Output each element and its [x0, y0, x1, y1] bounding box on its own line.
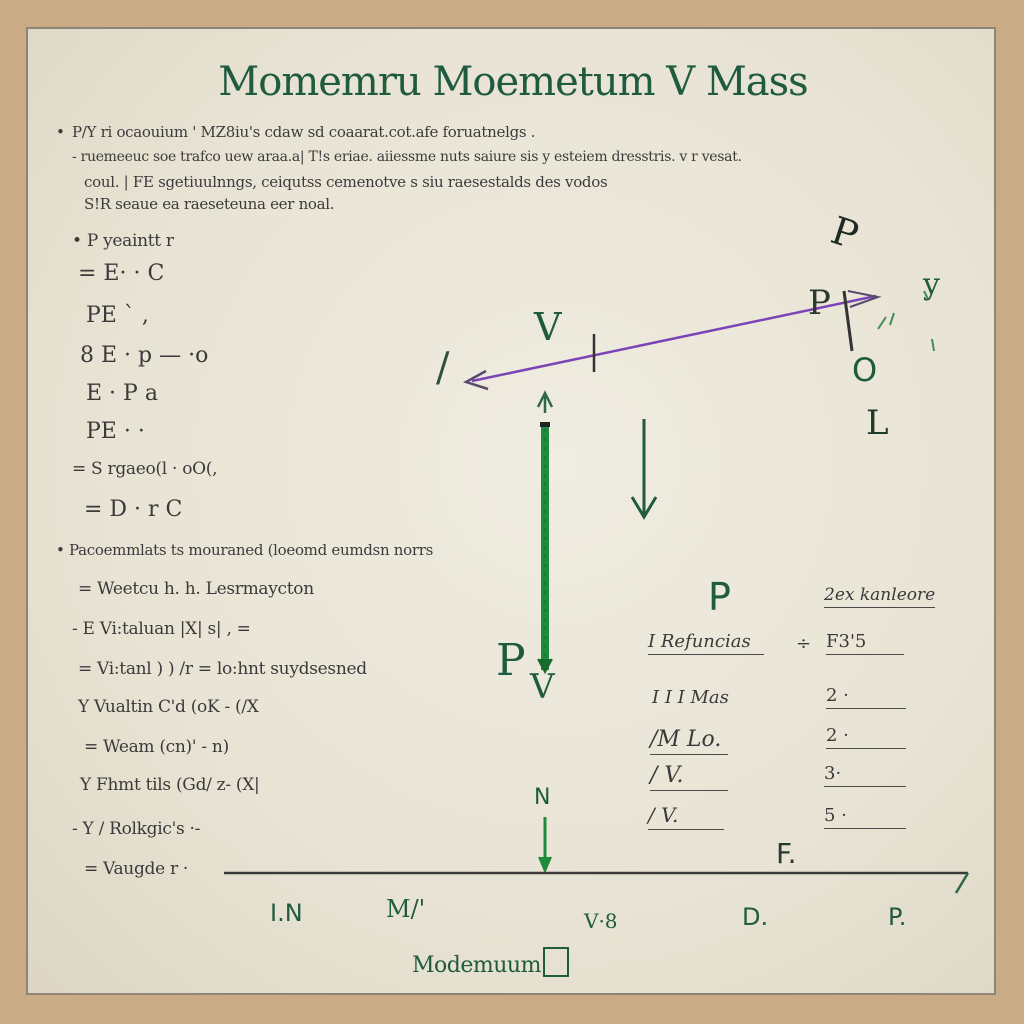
equation-line: E · P a — [86, 381, 158, 406]
intro-bullet: • — [56, 123, 65, 141]
whiteboard: Momemru Moemetum V Mass • P/Y ri ocaouiu… — [26, 27, 996, 995]
axis-tick-label: V·8 — [584, 909, 618, 933]
intro-line-2: - ruemeeuc soe trafco uew araa.a| T!s er… — [72, 149, 742, 165]
label-left-end: / — [436, 345, 450, 391]
vector-diagram — [224, 290, 970, 894]
arrowhead-down-icon — [537, 658, 553, 675]
section-line: Y Fhmt tils (Gd/ z- (X| — [80, 775, 260, 795]
arrowhead-down-icon — [538, 856, 552, 874]
section-line: = Vaugde r · — [84, 859, 189, 879]
label-p-arrow: P — [808, 283, 831, 323]
momentum-vector-line — [471, 294, 877, 383]
arrowhead-left-icon — [462, 369, 489, 391]
table-row-right: 2 · — [826, 725, 906, 749]
equation-line: 8 E · p — ·o — [80, 343, 209, 368]
equation-line: = S rgaeo(l · oO(, — [72, 459, 218, 479]
axis-tick-label: I.N — [270, 899, 303, 927]
axis-label-text: Modemuum — [412, 953, 541, 978]
equation-line: = E· · C — [78, 261, 165, 286]
table-row-right: 2 · — [826, 685, 906, 709]
label-l: L — [866, 403, 889, 443]
section-line: = Vi:tanl ) ) /r = lo:hnt suydsesned — [78, 659, 367, 679]
section-heading: • Pacoemmlats ts mouraned (loeomd eumdsn… — [56, 541, 433, 559]
page-title: Momemru Moemetum V Mass — [218, 59, 808, 105]
equation-line: = D · r C — [84, 497, 183, 522]
label-v-low: V — [530, 667, 555, 707]
arrowhead-right-icon — [847, 290, 882, 308]
intro-line-1: P/Y ri ocaouium ' MZ8iu's cdaw sd coaara… — [72, 123, 536, 141]
intro-line-4: S!R seaue ea raeseteuna eer noal. — [84, 195, 335, 213]
label-p-left: P — [496, 635, 526, 686]
table-row-right: 5 · — [824, 805, 906, 829]
table-row-left: / V. — [648, 803, 724, 830]
label-o: O — [852, 351, 878, 389]
section-line: Y Vualtin C'd (oK - (/X — [78, 697, 259, 717]
equation-line: • P yeaintt r — [72, 231, 174, 251]
arrowhead-down-icon — [630, 496, 658, 520]
table-row-left: / V. — [650, 763, 728, 791]
section-line: = Weetcu h. h. Lesrmaycton — [78, 579, 314, 599]
label-y: y — [923, 267, 940, 302]
section-line: - Y / Rolkgic's ·- — [72, 819, 201, 839]
tick-mark — [842, 290, 854, 352]
label-p-mid: P — [708, 575, 731, 619]
table-row-sep: ÷ — [796, 633, 812, 654]
table-row-right: 3· — [824, 763, 906, 787]
table-row-left: I I I Mas — [652, 687, 729, 708]
equation-line: PE · · — [86, 419, 145, 444]
axis-tick-label: D. — [742, 903, 769, 931]
table-row-left: I Refuncias — [648, 631, 764, 655]
axis-end-mark — [954, 872, 970, 894]
axis-tick-label: M/' — [386, 895, 426, 923]
section-line: = Weam (cn)' - n) — [84, 737, 229, 757]
label-v-top: V — [534, 305, 562, 349]
axis-label: Modemuum — [412, 947, 569, 978]
equation-line: PE ` , — [86, 303, 149, 328]
axis-tick-label: P. — [888, 903, 907, 931]
green-bar-cap — [540, 422, 550, 427]
table-row-left: /M Lo. — [650, 727, 728, 755]
intro-line-3: coul. | FE sgetiuulnngs, ceiqutss cemeno… — [84, 173, 608, 191]
section-line: - E Vi:taluan |X| s| , = — [72, 619, 251, 639]
label-f: F. — [776, 837, 797, 870]
table-header-right: 2ex kanleore — [824, 585, 936, 608]
box-mark-icon — [542, 947, 569, 977]
table-row-right: F3'5 — [826, 631, 904, 655]
label-n: N — [534, 785, 551, 810]
